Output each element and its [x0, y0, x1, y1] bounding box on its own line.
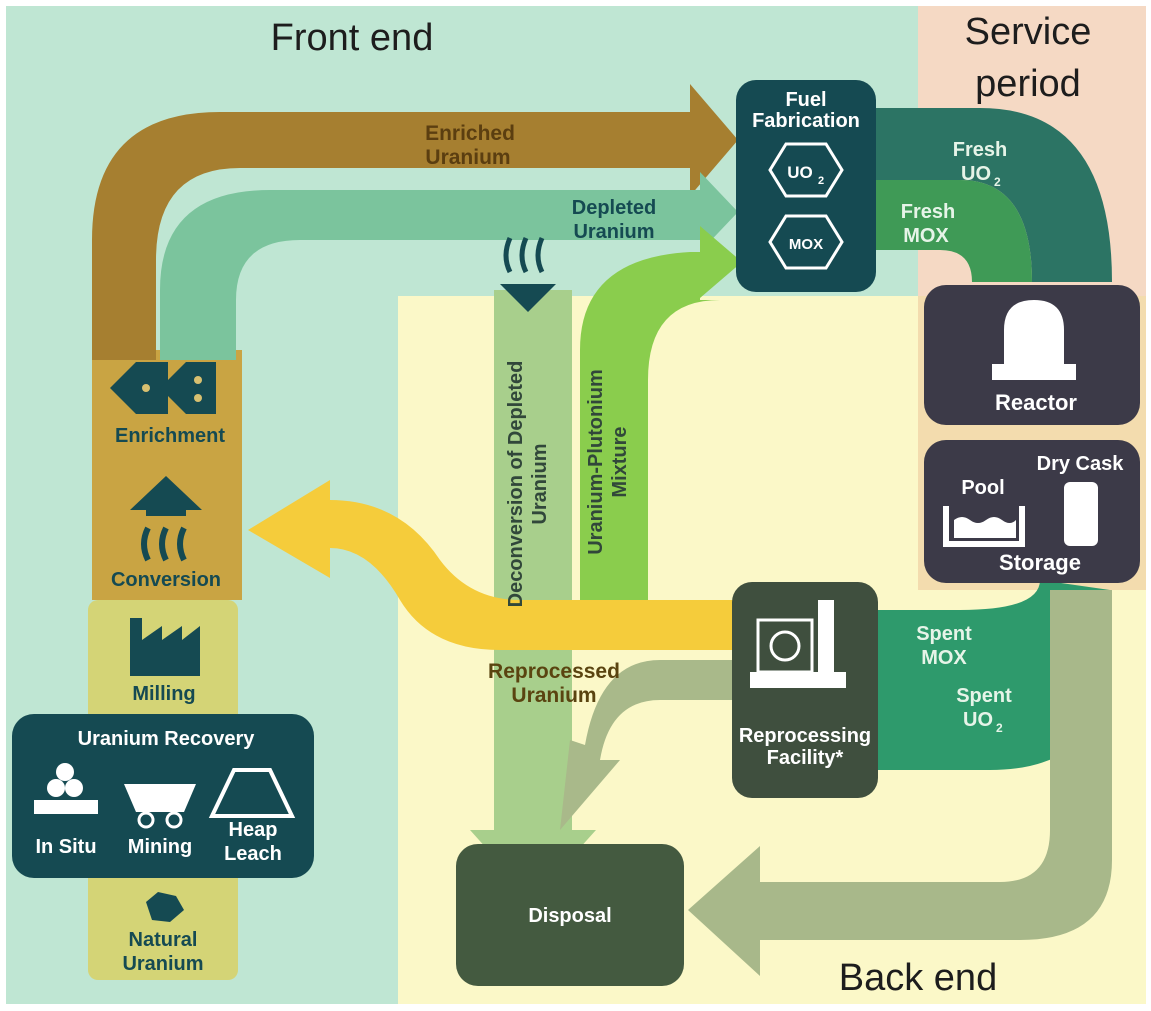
- factory-base-icon: [750, 672, 846, 688]
- milling-factory-icon: [130, 618, 200, 676]
- heat-icon: [503, 236, 545, 274]
- dry-cask-icon: [1064, 482, 1098, 546]
- disposal-node: [456, 844, 684, 986]
- natural-uranium-label-2: Uranium: [122, 953, 203, 975]
- fresh-uo2-label: Fresh: [953, 139, 1007, 161]
- natural-uranium-label: Natural: [129, 929, 198, 951]
- in-situ-icon-2: [65, 779, 83, 797]
- leach-label: Leach: [224, 843, 282, 865]
- fresh-fuel-arc: [870, 108, 1112, 282]
- uranium-recovery-label: Uranium Recovery: [78, 728, 256, 750]
- fresh-mox-label-2: MOX: [903, 225, 949, 247]
- deconversion-column: [494, 290, 572, 850]
- uo2-label: UO: [787, 163, 813, 182]
- enrichment-dot-icon: [142, 384, 150, 392]
- deconversion-label: Deconversion of Depleted: [505, 361, 527, 608]
- pool-label: Pool: [961, 477, 1004, 499]
- storage-label: Storage: [999, 550, 1081, 575]
- front-end-title: Front end: [271, 17, 434, 59]
- depleted-uranium-arrow: [160, 172, 738, 360]
- heat-arrow-icon: [500, 284, 556, 312]
- depleted-uranium-label: Depleted: [572, 197, 656, 219]
- enrichment-dot-icon-2: [194, 376, 202, 384]
- storage-node: [924, 440, 1140, 583]
- uo2-fuel-icon: [768, 142, 844, 198]
- mining-label: Mining: [128, 836, 192, 858]
- service-period-title-2: period: [975, 63, 1081, 105]
- enriched-uranium-label: Enriched: [425, 122, 515, 145]
- reactor-icon: [992, 300, 1076, 380]
- spent-uo2-label: Spent: [956, 685, 1012, 707]
- enrichment-label: Enrichment: [115, 425, 225, 447]
- mox-label: MOX: [789, 236, 823, 253]
- mining-wheel-icon-2: [165, 811, 183, 829]
- enrichment-dot-icon-3: [194, 394, 202, 402]
- heap-leach-icon: [208, 768, 296, 818]
- reactor-label: Reactor: [995, 390, 1077, 415]
- spent-uo2-subscript: 2: [996, 721, 1003, 735]
- in-situ-ground-icon: [34, 800, 98, 814]
- uranium-plutonium-label: Uranium-Plutonium: [585, 369, 607, 555]
- mining-cart-icon: [124, 784, 196, 812]
- conversion-label: Conversion: [111, 569, 221, 591]
- reprocessed-uranium-arrow: [248, 480, 736, 650]
- in-situ-icon: [47, 779, 65, 797]
- fresh-mox-label: Fresh: [901, 201, 955, 223]
- uo2-subscript: 2: [818, 175, 824, 187]
- reprocessing-label: Reprocessing: [739, 725, 871, 747]
- deconversion-label-2: Uranium: [529, 443, 551, 524]
- fuel-fabrication-label: Fuel: [785, 89, 826, 111]
- reprocessing-label-2: Facility*: [767, 747, 844, 769]
- natural-uranium-ore-icon: [146, 892, 184, 922]
- reprocessing-facility-node: [732, 582, 878, 798]
- fuel-fabrication-label-2: Fabrication: [752, 110, 860, 132]
- milling-label: Milling: [132, 683, 195, 705]
- reprocessed-uranium-label: Reprocessed: [488, 660, 620, 683]
- reprocessed-uranium-label-2: Uranium: [511, 684, 596, 707]
- disposal-label: Disposal: [528, 905, 611, 927]
- service-period-title: Service: [965, 11, 1092, 53]
- fresh-mox-arc: [870, 180, 1032, 282]
- enriched-uranium-arrow: [92, 84, 738, 360]
- uranium-plutonium-arrow: [580, 226, 742, 650]
- spent-mox-label: Spent: [916, 623, 972, 645]
- spent-mox-label-2: MOX: [921, 647, 967, 669]
- conversion-steam-icon: [141, 526, 187, 562]
- uranium-plutonium-label-2: Mixture: [609, 426, 631, 497]
- in-situ-icon-3: [56, 763, 74, 781]
- recycle-icon: [769, 630, 801, 662]
- heap-label: Heap: [229, 819, 278, 841]
- enrichment-arrow-icon-2: [160, 362, 216, 414]
- mox-fuel-icon: [768, 214, 844, 270]
- fresh-uo2-label-2: UO: [961, 163, 991, 185]
- pool-icon: [943, 506, 1025, 547]
- enrichment-arrow-icon: [110, 362, 168, 414]
- mining-wheel-icon: [137, 811, 155, 829]
- in-situ-label: In Situ: [35, 836, 96, 858]
- fresh-uo2-subscript: 2: [994, 175, 1001, 189]
- dry-cask-label: Dry Cask: [1037, 453, 1125, 475]
- spent-uo2-label-2: UO: [963, 709, 993, 731]
- enriched-uranium-label-2: Uranium: [425, 146, 510, 169]
- smokestack-icon: [818, 600, 834, 672]
- depleted-uranium-label-2: Uranium: [573, 221, 654, 243]
- back-end-return-arrow: [688, 590, 1112, 976]
- reprocessing-to-disposal-arrow: [560, 660, 736, 830]
- back-end-title: Back end: [839, 957, 997, 999]
- conversion-arrow-icon: [130, 476, 202, 516]
- pool-water-icon: [954, 517, 1016, 538]
